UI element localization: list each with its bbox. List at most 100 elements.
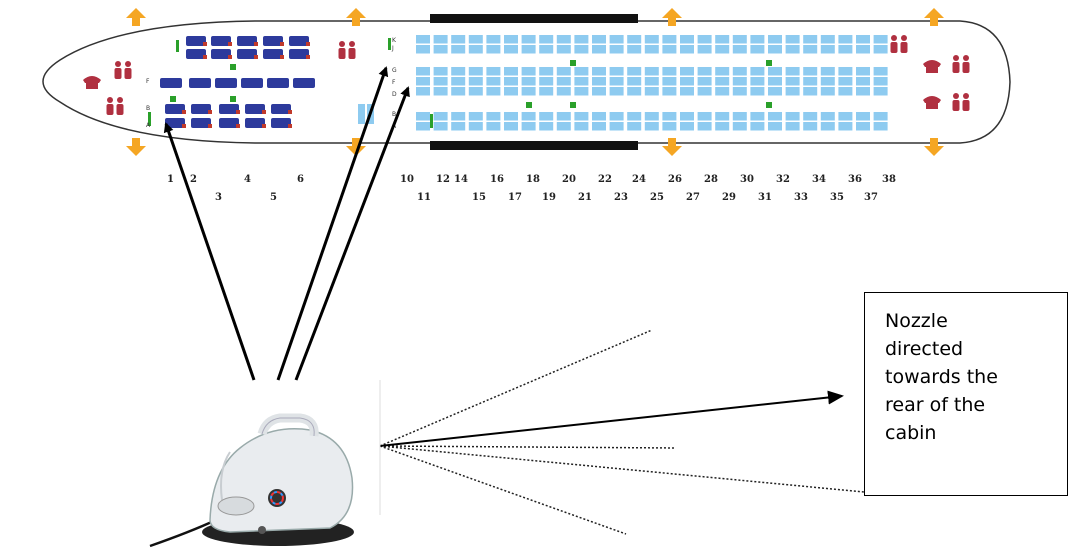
economy-seat bbox=[644, 67, 659, 76]
economy-seat bbox=[680, 112, 694, 121]
person-icon bbox=[107, 97, 113, 103]
exit-arrow-down bbox=[662, 138, 682, 156]
arrow-to-mid-cabin-upper bbox=[276, 66, 389, 381]
economy-seat bbox=[873, 45, 888, 54]
annotation-box: Nozzle directed towards the rear of the … bbox=[864, 292, 1068, 496]
person-icon bbox=[339, 41, 345, 47]
seat-accent bbox=[236, 110, 240, 114]
economy-seat bbox=[539, 67, 554, 76]
economy-seat bbox=[556, 122, 571, 131]
economy-seat bbox=[416, 77, 430, 86]
person-icon bbox=[106, 104, 114, 115]
economy-seat bbox=[644, 122, 659, 131]
economy-seat bbox=[680, 87, 694, 96]
phone-icon bbox=[83, 76, 101, 83]
economy-seat bbox=[451, 112, 466, 121]
economy-seat bbox=[556, 112, 571, 121]
economy-seat bbox=[504, 112, 518, 121]
green-marker bbox=[526, 102, 532, 108]
economy-seat bbox=[732, 77, 747, 86]
economy-seat bbox=[662, 112, 677, 121]
seat-accent bbox=[203, 42, 207, 46]
economy-seat bbox=[574, 35, 589, 44]
phone-icon bbox=[926, 103, 938, 109]
economy-seat bbox=[732, 35, 747, 44]
economy-seat bbox=[662, 77, 677, 86]
nozzle-direction-arrow bbox=[379, 390, 844, 447]
economy-seat bbox=[820, 112, 835, 121]
row-number: 17 bbox=[508, 192, 522, 203]
premium-seat bbox=[211, 36, 231, 46]
person-icon bbox=[124, 68, 132, 79]
economy-seat bbox=[592, 122, 606, 131]
economy-seat bbox=[732, 67, 747, 76]
economy-seat bbox=[486, 112, 501, 121]
economy-seat bbox=[715, 45, 730, 54]
economy-seat bbox=[433, 112, 448, 121]
seat-accent bbox=[280, 42, 284, 46]
row-number: 30 bbox=[740, 174, 754, 185]
economy-seat bbox=[556, 35, 571, 44]
phone-icon bbox=[923, 96, 941, 103]
exit-arrow-up bbox=[924, 8, 944, 26]
economy-seat bbox=[803, 77, 818, 86]
economy-seat bbox=[416, 45, 430, 54]
person-icon bbox=[890, 42, 898, 53]
economy-seat bbox=[768, 35, 782, 44]
row-number: 16 bbox=[490, 174, 504, 185]
premium-seat bbox=[263, 36, 283, 46]
economy-seat bbox=[451, 35, 466, 44]
premium-seat bbox=[191, 118, 211, 128]
row-number: 28 bbox=[704, 174, 718, 185]
seat-accent bbox=[306, 55, 310, 59]
economy-seat bbox=[873, 67, 888, 76]
row-number: 2 bbox=[190, 174, 197, 185]
economy-seat bbox=[521, 67, 536, 76]
economy-seat bbox=[416, 112, 430, 121]
economy-seat bbox=[803, 35, 818, 44]
green-marker bbox=[230, 96, 236, 102]
economy-seat bbox=[539, 122, 554, 131]
premium-seat bbox=[165, 104, 185, 114]
economy-seat bbox=[803, 67, 818, 76]
person-icon bbox=[116, 104, 124, 115]
economy-seat bbox=[750, 122, 765, 131]
economy-seat bbox=[803, 112, 818, 121]
seat-accent bbox=[228, 42, 232, 46]
economy-seat bbox=[609, 77, 624, 86]
economy-seat bbox=[468, 45, 483, 54]
phone-icon bbox=[923, 60, 941, 67]
green-marker bbox=[170, 96, 176, 102]
person-icon bbox=[953, 55, 959, 61]
economy-seat bbox=[468, 112, 483, 121]
economy-seat bbox=[697, 87, 712, 96]
arrow-to-mid-cabin-lower bbox=[294, 86, 410, 381]
economy-seat bbox=[697, 122, 712, 131]
person-icon bbox=[349, 41, 355, 47]
row-number: 18 bbox=[526, 174, 540, 185]
row-number: 6 bbox=[297, 174, 304, 185]
seat-accent bbox=[203, 55, 207, 59]
economy-seat bbox=[504, 77, 518, 86]
exit-arrow-down bbox=[126, 138, 146, 156]
row-number: 24 bbox=[632, 174, 646, 185]
green-marker bbox=[570, 102, 576, 108]
seat-accent bbox=[254, 55, 258, 59]
premium-seat bbox=[237, 49, 257, 59]
row-number: 33 bbox=[794, 192, 808, 203]
economy-seat bbox=[574, 87, 589, 96]
spray-pattern bbox=[379, 329, 865, 535]
economy-seat bbox=[680, 122, 694, 131]
row-number: 29 bbox=[722, 192, 736, 203]
economy-seat bbox=[750, 45, 765, 54]
seat-accent bbox=[288, 124, 292, 128]
row-number: 32 bbox=[776, 174, 790, 185]
galley-bar-bottom bbox=[430, 141, 638, 150]
economy-seat bbox=[662, 45, 677, 54]
person-icon bbox=[114, 68, 122, 79]
row-number: 15 bbox=[472, 192, 486, 203]
disinfection-device bbox=[149, 413, 354, 548]
economy-seat bbox=[697, 67, 712, 76]
economy-seat bbox=[715, 122, 730, 131]
economy-seat bbox=[768, 87, 782, 96]
